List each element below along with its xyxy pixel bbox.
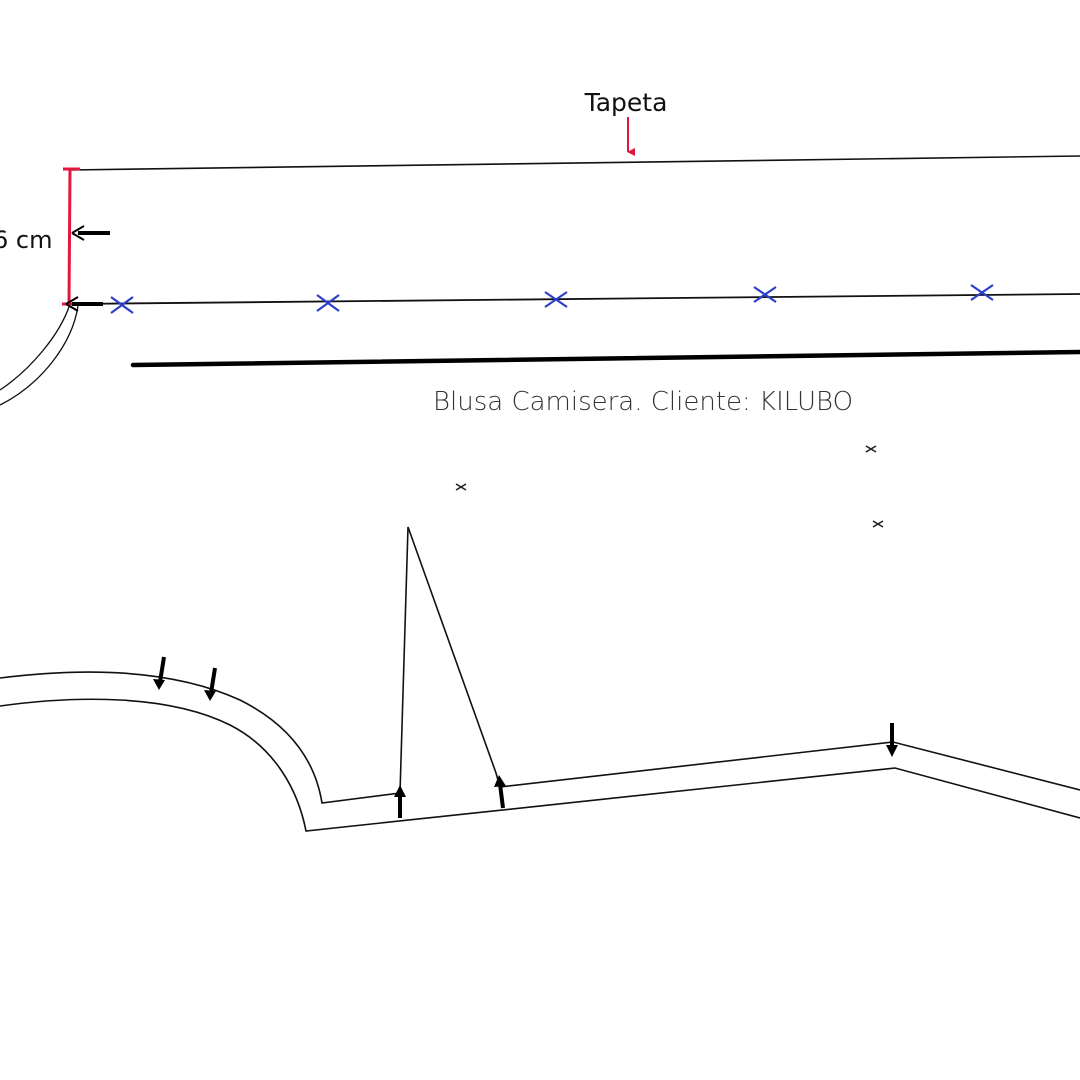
measurement-label: 6 cm xyxy=(0,226,52,254)
neck-curve-outer xyxy=(0,303,71,391)
tapeta-piece xyxy=(0,155,1080,406)
notch-arrow-down xyxy=(886,723,898,757)
button-mark xyxy=(970,284,994,301)
button-mark xyxy=(110,296,134,314)
neck-curve-inner xyxy=(0,305,79,406)
small-cross-mark xyxy=(455,483,467,491)
tapeta-thick-line xyxy=(130,349,1080,368)
tapeta-top-edge xyxy=(69,155,1080,171)
measure-line xyxy=(67,168,72,305)
tapeta-fold-line xyxy=(69,293,1080,305)
notch-arrow-down xyxy=(153,656,166,690)
tapeta-label: Tapeta xyxy=(584,88,668,117)
button-mark xyxy=(316,294,340,312)
button-mark xyxy=(544,291,568,308)
body-inner-edge xyxy=(0,698,1080,832)
measure-pointer-arrow xyxy=(71,225,110,241)
body-outer-edge xyxy=(0,526,1080,804)
button-mark xyxy=(753,286,777,303)
notch-arrow-up xyxy=(394,785,406,818)
notch-arrows xyxy=(153,656,898,818)
fold-pointer-arrow xyxy=(65,296,103,312)
notch-arrow-up xyxy=(494,775,506,809)
small-cross-mark xyxy=(872,520,884,528)
button-marks xyxy=(110,284,994,314)
measurement-indicator xyxy=(62,167,110,312)
notch-arrow-down xyxy=(204,667,217,701)
small-cross-mark xyxy=(865,445,877,453)
small-cross-marks xyxy=(455,445,884,528)
body-piece xyxy=(0,526,1080,832)
pattern-caption: Blusa Camisera. Cliente: KILUBO xyxy=(433,387,853,417)
